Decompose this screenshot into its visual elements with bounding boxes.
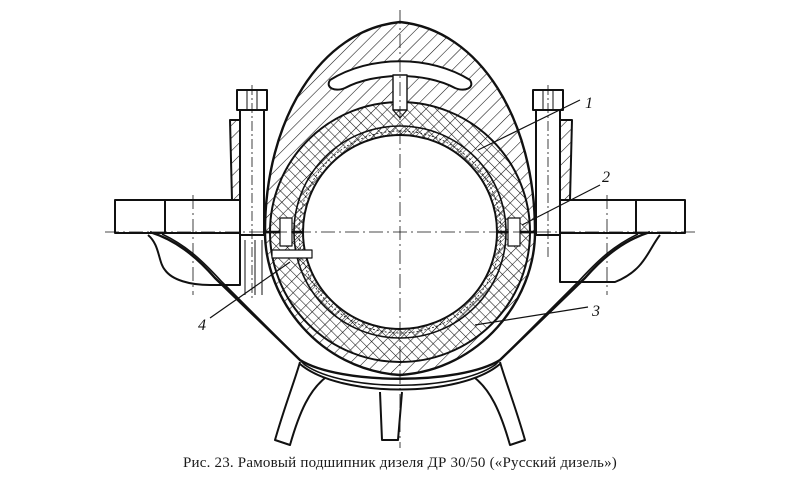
right-flange [559,199,686,283]
callout-1: 1 [585,95,593,112]
figure-caption: Рис. 23. Рамовый подшипник дизеля ДР 30/… [182,455,617,471]
left-flange [114,199,241,286]
callout-2: 2 [602,169,610,186]
leader-lines [209,99,601,326]
center-lines [105,10,695,448]
callout-3: 3 [591,303,600,320]
callout-4: 4 [198,317,206,334]
left-bolt [229,85,268,300]
right-bolt [532,85,573,260]
left-studs [244,240,263,295]
